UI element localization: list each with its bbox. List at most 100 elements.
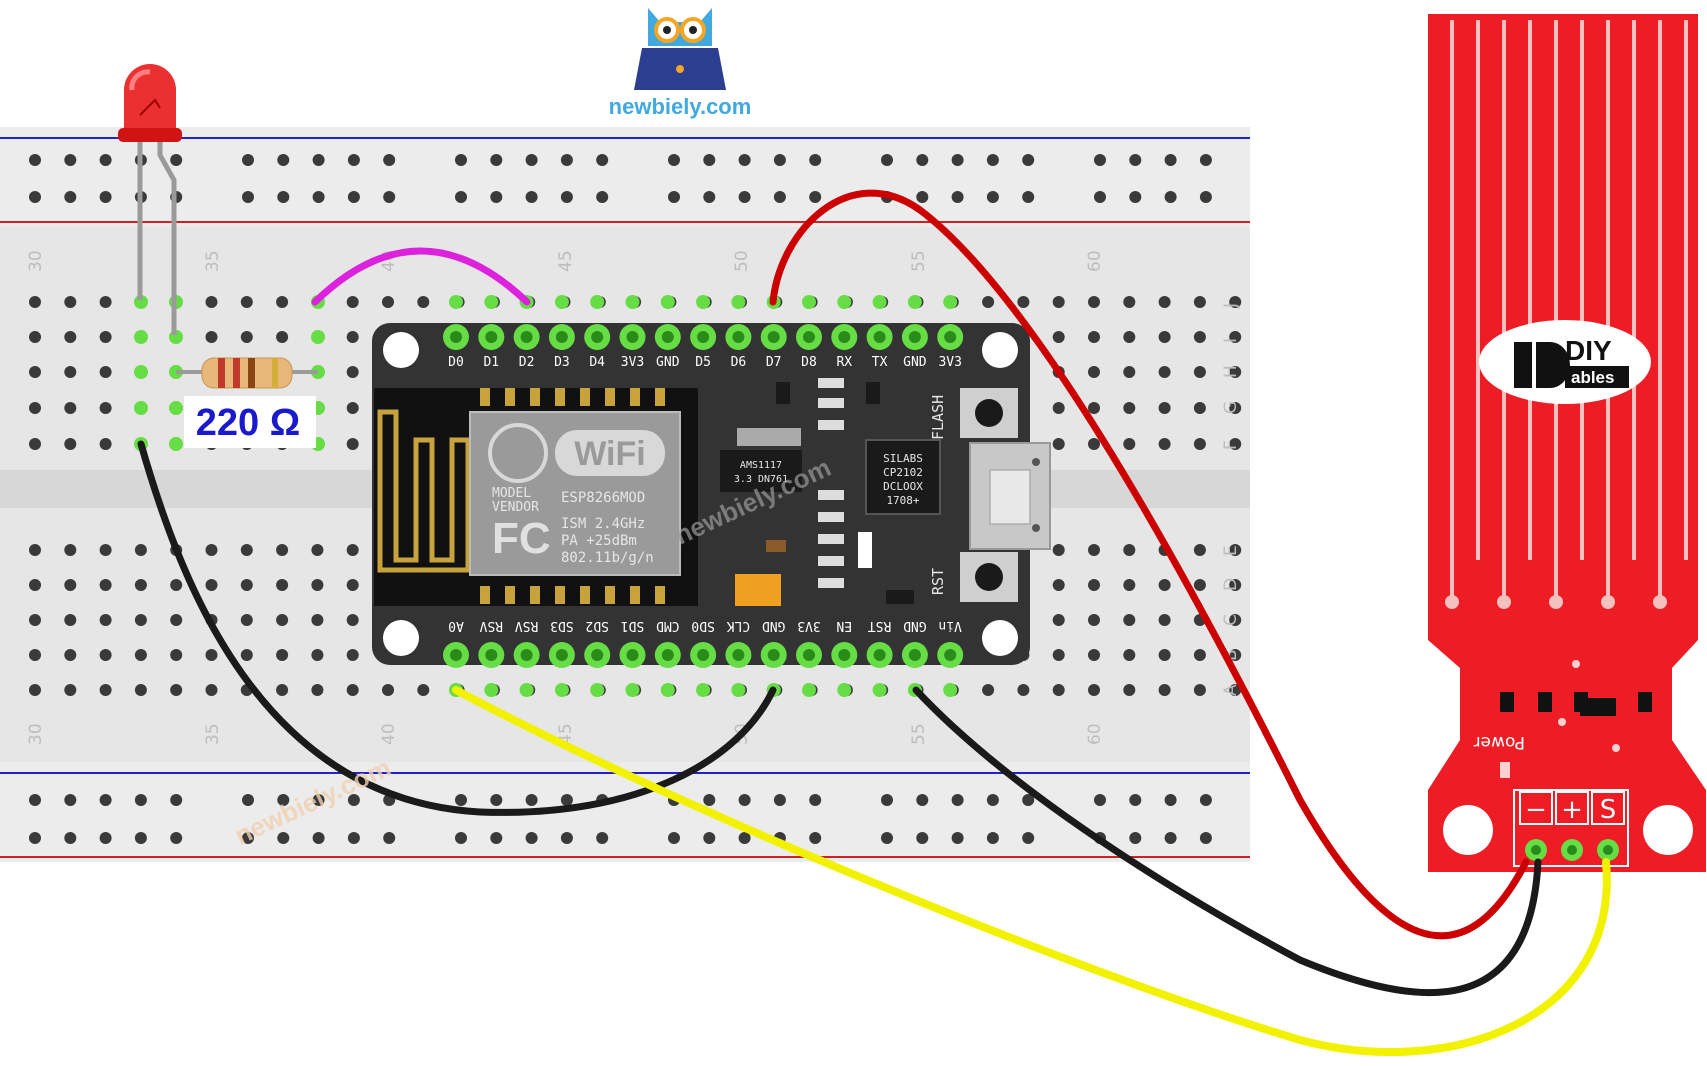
row-letter: C — [1221, 614, 1241, 626]
header-pin-center — [908, 331, 921, 343]
terminal-hole — [1193, 544, 1206, 556]
row-letter: F — [1221, 440, 1241, 450]
regulator-chip — [720, 450, 802, 492]
rail-hole — [1164, 191, 1177, 203]
column-number: 30 — [26, 723, 46, 745]
header-pin-center — [450, 331, 462, 343]
rail-hole — [986, 154, 999, 166]
rail-hole — [242, 832, 254, 844]
column-number: 35 — [203, 250, 223, 272]
rail-hole — [29, 191, 41, 203]
terminal-hole — [276, 649, 289, 661]
pin-label: GND — [762, 618, 786, 633]
rail-hole — [951, 794, 964, 806]
terminal-hole — [99, 544, 112, 556]
header-pin-center — [767, 331, 780, 343]
rail-hole — [1164, 794, 1177, 806]
board-header-bottom — [443, 642, 964, 668]
rail-hole — [383, 832, 396, 844]
rail-hole — [242, 154, 254, 166]
rail-hole — [455, 832, 467, 844]
terminal-hole — [64, 684, 77, 696]
connected-hole — [660, 295, 675, 309]
terminal-hole — [1088, 544, 1100, 556]
terminal-hole — [276, 614, 289, 626]
terminal-hole — [311, 684, 324, 696]
rail-hole — [881, 832, 893, 844]
terminal-hole — [276, 296, 289, 308]
terminal-hole — [1158, 331, 1171, 343]
header-pin-center — [838, 331, 851, 343]
resistor: 220 Ω — [176, 357, 318, 448]
rail-hole — [951, 832, 964, 844]
terminal-hole — [1088, 331, 1100, 343]
rail-hole — [525, 832, 538, 844]
terminal-hole — [1017, 296, 1030, 308]
antenna-trace — [377, 409, 471, 573]
rail-hole — [383, 154, 396, 166]
module-pad — [505, 388, 515, 406]
row-letter: I — [1221, 338, 1241, 343]
terminal-hole — [1088, 296, 1100, 308]
wifi-logo-text: WiFi — [574, 435, 645, 473]
terminal-hole — [1158, 614, 1171, 626]
terminal-hole — [346, 544, 359, 556]
terminal-hole — [205, 544, 218, 556]
connected-hole — [731, 683, 746, 697]
regulator-tab — [737, 428, 801, 446]
rail-hole — [738, 191, 751, 203]
terminal-hole — [1088, 649, 1100, 661]
terminal-hole — [29, 614, 41, 626]
terminal-hole — [346, 366, 359, 378]
terminal-hole — [417, 684, 430, 696]
rail-hole — [1164, 832, 1177, 844]
pin-label: RST — [868, 618, 892, 633]
terminal-hole — [99, 366, 112, 378]
sensor-pin-center — [1567, 845, 1577, 855]
column-number: 55 — [909, 250, 929, 272]
connected-hole — [625, 295, 640, 309]
rail-hole — [1094, 191, 1106, 203]
sensor-pin-label: − — [1525, 795, 1547, 825]
terminal-hole — [64, 544, 77, 556]
rail-hole — [1022, 832, 1035, 844]
pin-label: RSV — [479, 618, 503, 633]
connected-hole — [660, 683, 675, 697]
terminal-hole — [64, 579, 77, 591]
rail-hole — [809, 832, 822, 844]
column-number: 55 — [909, 723, 929, 745]
terminal-hole — [99, 402, 112, 414]
module-pad — [555, 586, 565, 604]
terminal-hole — [1193, 366, 1206, 378]
module-vendor-label: VENDOR — [492, 500, 539, 515]
module-pad — [480, 586, 490, 604]
module-pad — [530, 388, 540, 406]
terminal-hole — [205, 649, 218, 661]
terminal-hole — [1193, 331, 1206, 343]
module-pads — [480, 388, 665, 604]
header-pin-center — [555, 331, 568, 343]
row-letter: G — [1221, 401, 1241, 414]
connected-holes — [134, 295, 958, 697]
terminal-hole — [1088, 366, 1100, 378]
header-pin-center — [626, 649, 639, 661]
rail-hole — [951, 154, 964, 166]
module-pad — [580, 388, 590, 406]
pin-label: CLK — [726, 618, 750, 633]
terminal-hole — [1123, 544, 1136, 556]
pin-label: Vin — [938, 618, 961, 633]
terminal-hole — [240, 579, 253, 591]
rail-hole — [312, 154, 325, 166]
pin-label: D1 — [483, 355, 499, 370]
module-pad — [580, 586, 590, 604]
connected-hole — [134, 330, 148, 344]
pin-label-box — [1519, 791, 1553, 825]
pin-label: D8 — [801, 355, 817, 370]
terminal-hole — [134, 649, 147, 661]
red-led — [118, 64, 182, 335]
terminal-hole — [1123, 402, 1136, 414]
wires — [137, 189, 1611, 1056]
terminal-hole — [134, 614, 147, 626]
header-pin-center — [697, 331, 710, 343]
mount-hole — [982, 332, 1018, 368]
